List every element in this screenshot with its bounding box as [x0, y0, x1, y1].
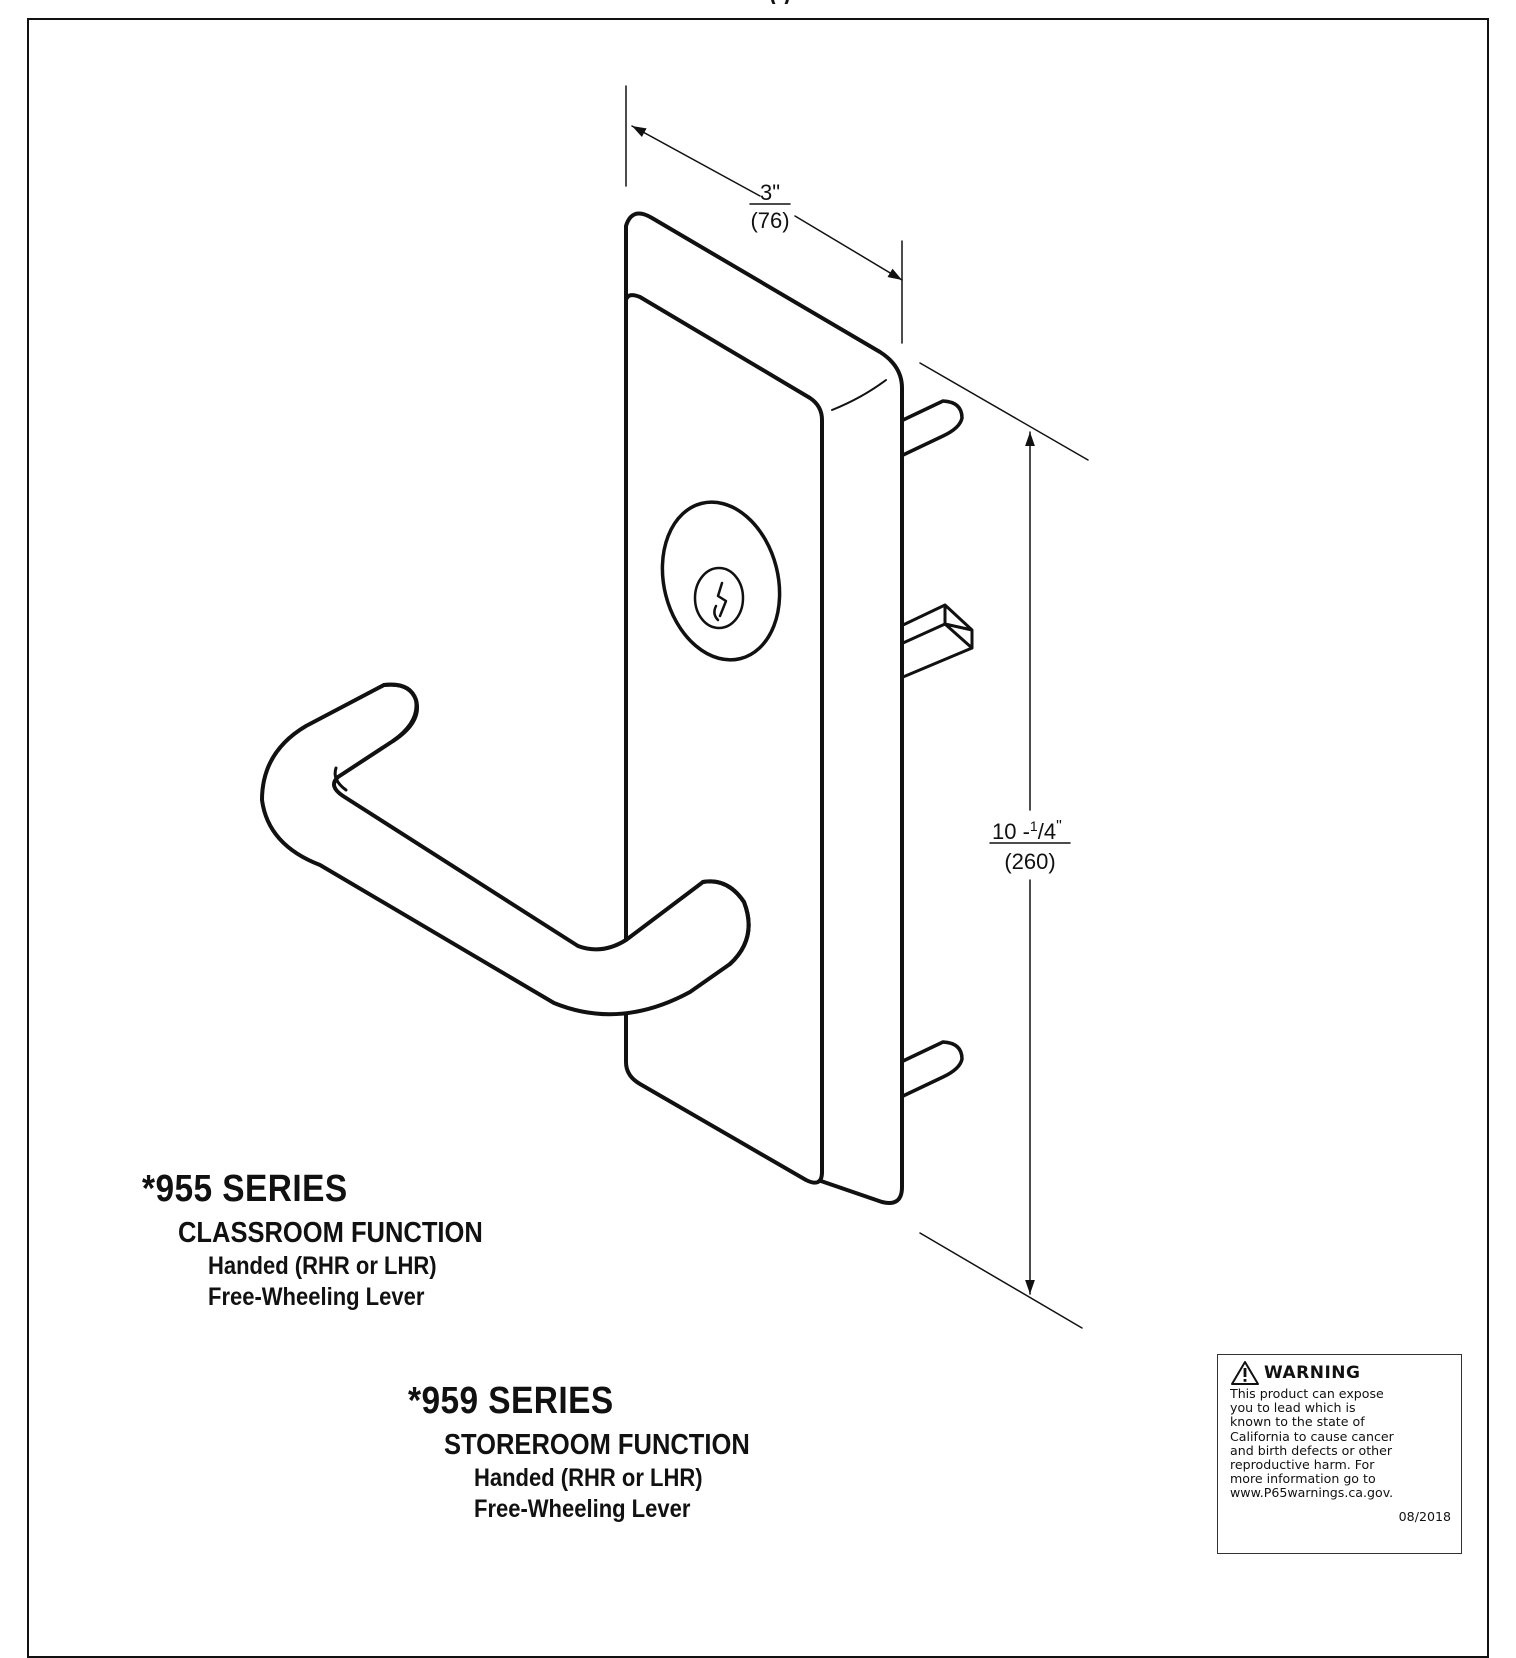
escutcheon-bevel-arc [831, 379, 887, 411]
height-fraction-den: 4 [1044, 819, 1056, 844]
series-959-block: *959 SERIES STOREROOM FUNCTION Handed (R… [408, 1380, 791, 1524]
warning-line: more information go to [1230, 1471, 1376, 1487]
series-959-handing: Handed (RHR or LHR) [474, 1464, 703, 1492]
middle-tab [901, 603, 974, 679]
height-fraction-num: 1 [1030, 818, 1038, 834]
height-extension-bottom [919, 1232, 1083, 1329]
cylinder-inner [693, 566, 745, 630]
lever-return-cap [701, 879, 751, 966]
warning-line: California to cause cancer [1230, 1428, 1394, 1444]
escutcheon-face [624, 293, 824, 1185]
escutcheon-body [624, 211, 904, 1205]
warning-header: WARNING [1230, 1361, 1451, 1385]
width-imperial-label: 3" [760, 180, 780, 205]
lever-end-cap [382, 682, 419, 743]
height-imperial-label: 10 -1/4" [992, 818, 1062, 844]
series-955-block: *955 SERIES CLASSROOM FUNCTION Handed (R… [142, 1168, 524, 1312]
width-metric-label: (76) [750, 208, 789, 233]
series-959-title: *959 SERIES [408, 1380, 614, 1422]
lever-inner-curve [333, 766, 348, 792]
top-post [901, 399, 964, 457]
cylinder-outer [660, 500, 782, 662]
width-dimension-line-b [794, 215, 903, 281]
warning-triangle-icon [1231, 1361, 1259, 1385]
warning-line: and birth defects or other [1230, 1442, 1393, 1458]
width-dimension-line-a [631, 125, 761, 197]
height-metric-label: (260) [1004, 849, 1055, 874]
warning-line: known to the state of [1230, 1414, 1365, 1430]
warning-text: This product can expose you to lead whic… [1230, 1386, 1451, 1501]
prop65-warning-box: WARNING This product can expose you to l… [1217, 1354, 1462, 1554]
warning-line: reproductive harm. For [1230, 1457, 1375, 1473]
series-955-lever: Free-Wheeling Lever [208, 1283, 425, 1311]
height-inch-mark: " [1056, 818, 1062, 835]
warning-line: www.P65warnings.ca.gov. [1230, 1485, 1394, 1501]
warning-line: This product can expose [1230, 1386, 1384, 1401]
height-imperial-whole: 10 - [992, 819, 1030, 844]
warning-date: 08/2018 [1398, 1508, 1451, 1524]
series-959-lever: Free-Wheeling Lever [474, 1495, 691, 1523]
series-955-title: *955 SERIES [142, 1168, 348, 1210]
series-955-function: CLASSROOM FUNCTION [178, 1217, 483, 1249]
warning-title: WARNING [1264, 1363, 1361, 1383]
series-955-handing: Handed (RHR or LHR) [208, 1252, 437, 1280]
bottom-post [901, 1040, 964, 1098]
series-959-function: STOREROOM FUNCTION [444, 1429, 750, 1461]
height-extension-top [919, 362, 1089, 461]
warning-line: you to lead which is [1230, 1400, 1356, 1416]
keyway-icon [713, 581, 728, 622]
header-partial-text: ( ) [560, 0, 1000, 4]
